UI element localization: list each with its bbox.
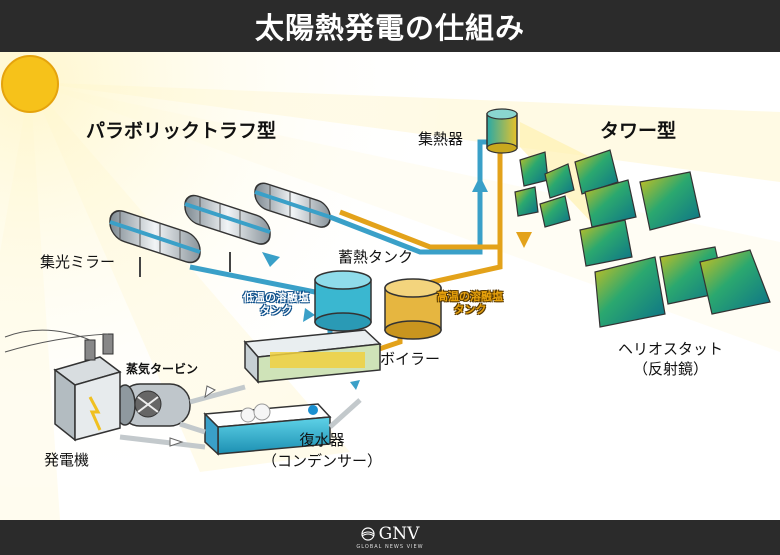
logo-name: GNV xyxy=(378,523,420,544)
footer-bar: GNV GLOBAL NEWS VIEW xyxy=(0,520,780,555)
tower-type-label: タワー型 xyxy=(600,120,677,142)
hot-tank-label: 高温の溶融塩 タンク xyxy=(437,290,503,316)
condenser-label: 復水器 （コンデンサー） xyxy=(262,431,383,470)
hot-storage-tank xyxy=(384,278,442,340)
flow-arrows xyxy=(262,176,532,322)
receiver-label: 集熱器 xyxy=(418,130,464,148)
storage-tank-label: 蓄熱タンク xyxy=(338,248,414,266)
title-bar: 太陽熱発電の仕組み xyxy=(0,0,780,52)
lightning-icon xyxy=(88,396,102,431)
page-title: 太陽熱発電の仕組み xyxy=(254,11,525,45)
trough-collector-rows xyxy=(109,182,331,277)
diagram-canvas xyxy=(0,52,780,520)
parabolic-trough-label: パラボリックトラフ型 xyxy=(86,120,277,142)
cold-storage-tank xyxy=(314,270,372,332)
boiler-box xyxy=(243,329,382,384)
water-pipes xyxy=(119,384,362,450)
condenser-box xyxy=(203,403,332,456)
generator-label: 発電機 xyxy=(44,451,90,469)
receiver-tower xyxy=(486,108,518,154)
logo-subtitle: GLOBAL NEWS VIEW xyxy=(356,543,424,550)
sun-icon xyxy=(1,55,59,113)
heliostat-field xyxy=(514,149,771,328)
cold-tank-label: 低温の溶融塩 タンク xyxy=(243,291,309,317)
turbine-label: 蒸気タービン xyxy=(126,362,199,376)
gnv-logo: GNV GLOBAL NEWS VIEW xyxy=(356,523,424,550)
steam-turbine xyxy=(114,383,191,427)
mirror-label: 集光ミラー xyxy=(40,253,116,271)
boiler-label: ボイラー xyxy=(380,350,441,368)
generator-box xyxy=(4,329,122,442)
water-flow-arrows xyxy=(169,380,360,447)
globe-icon xyxy=(361,527,375,541)
heliostat-label: ヘリオスタット （反射鏡） xyxy=(618,340,724,378)
